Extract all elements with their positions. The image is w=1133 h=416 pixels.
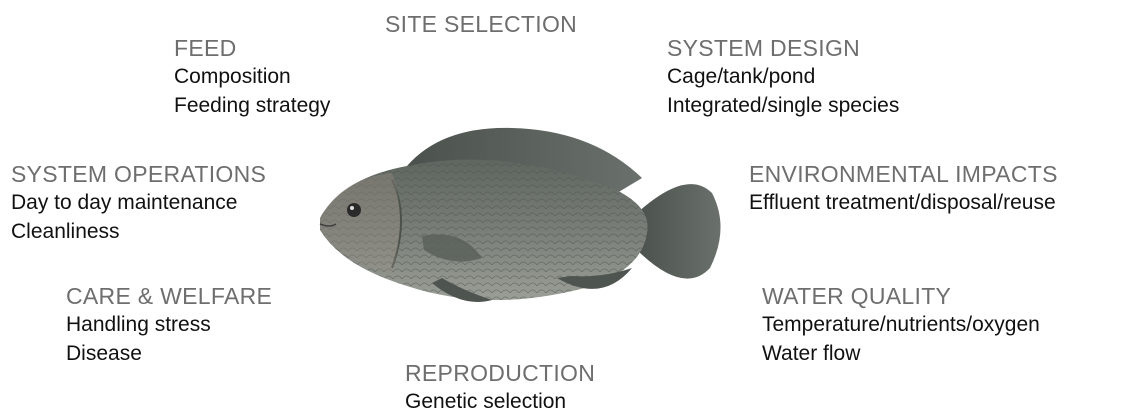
topic-environmental-impacts: ENVIRONMENTAL IMPACTS Effluent treatment… <box>749 160 1058 217</box>
topic-system-design: SYSTEM DESIGN Cage/tank/pond Integrated/… <box>667 34 899 120</box>
topic-line: Integrated/single species <box>667 91 899 120</box>
topic-line: Disease <box>66 339 272 368</box>
topic-heading: ENVIRONMENTAL IMPACTS <box>749 160 1058 188</box>
topic-heading: WATER QUALITY <box>762 282 1040 310</box>
topic-care-welfare: CARE & WELFARE Handling stress Disease <box>66 282 272 368</box>
topic-water-quality: WATER QUALITY Temperature/nutrients/oxyg… <box>762 282 1040 368</box>
topic-heading: FEED <box>174 34 330 62</box>
topic-reproduction: REPRODUCTION Genetic selection <box>405 359 595 416</box>
topic-line: Feeding strategy <box>174 91 330 120</box>
topic-line: Cleanliness <box>11 217 266 246</box>
topic-heading: SYSTEM DESIGN <box>667 34 899 62</box>
topic-line: Cage/tank/pond <box>667 62 899 91</box>
topic-line: Temperature/nutrients/oxygen <box>762 310 1040 339</box>
topic-heading: SYSTEM OPERATIONS <box>11 160 266 188</box>
topic-line: Water flow <box>762 339 1040 368</box>
topic-line: Day to day maintenance <box>11 188 266 217</box>
topic-heading: SITE SELECTION <box>385 10 577 38</box>
topic-line: Genetic selection <box>405 387 595 416</box>
topic-heading: REPRODUCTION <box>405 359 595 387</box>
topic-feed: FEED Composition Feeding strategy <box>174 34 330 120</box>
topic-system-operations: SYSTEM OPERATIONS Day to day maintenance… <box>11 160 266 246</box>
topic-heading: CARE & WELFARE <box>66 282 272 310</box>
tilapia-fish-icon <box>312 118 732 323</box>
topic-line: Handling stress <box>66 310 272 339</box>
topic-line: Effluent treatment/disposal/reuse <box>749 188 1058 217</box>
topic-site-selection: SITE SELECTION <box>385 10 577 38</box>
topic-line: Composition <box>174 62 330 91</box>
